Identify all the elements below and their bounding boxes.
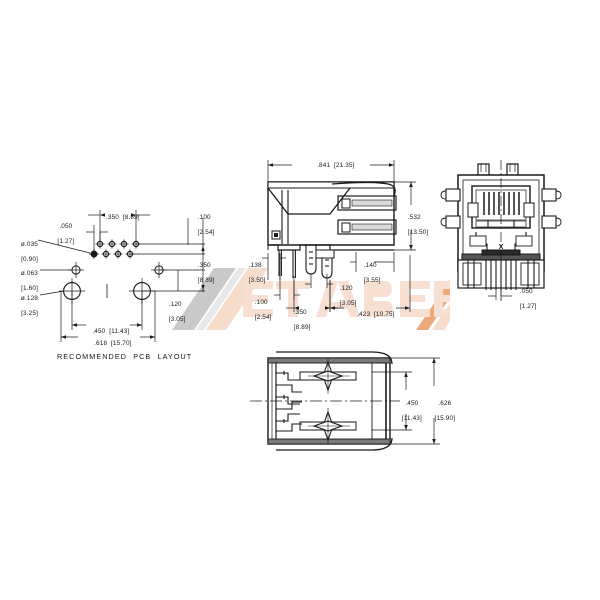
view-front: [440, 160, 562, 302]
view-pcb-layout: [37, 210, 205, 342]
bottom-contact-fingers: [276, 371, 302, 432]
label-pcb-offset-120: .120 [3.05]: [168, 301, 186, 323]
watermark: [172, 268, 450, 330]
label-side-lead-138: .138 [3.50]: [248, 262, 266, 284]
label-side-lead-423: .423 [10.75]: [357, 311, 395, 319]
dim-pcb-width-618: [60, 291, 156, 342]
label-side-lead-120: .120 [3.05]: [339, 285, 357, 307]
label-front-pitch-050: .050 [1.27]: [519, 288, 537, 310]
dim-pcb-width-450: [71, 291, 143, 330]
label-pcb-offset-350: .350 [8.89]: [197, 262, 215, 284]
bottom-shield-wrap-bottom: [276, 437, 393, 451]
dim-bottom-width-626: [390, 357, 440, 445]
view-side: [262, 160, 416, 312]
front-contacts: [483, 192, 520, 215]
bottom-shield-wrap-top: [276, 351, 393, 365]
dim-front-pitch-050: [488, 288, 512, 300]
label-pad-dia-063: ø.063 [1.60]: [20, 270, 38, 292]
dim-side-length-841: [267, 160, 395, 184]
label-side-length-841: .841 [21.35]: [317, 162, 355, 170]
dim-side-height-532: [394, 181, 416, 251]
label-pcb-offset-100: .100 [2.54]: [197, 214, 215, 236]
dim-bottom-width-450: [372, 371, 412, 431]
label-side-lead-100: .100 [2.54]: [254, 299, 272, 321]
front-top-tabs: [477, 163, 519, 175]
dim-side-lead-138: [262, 253, 286, 280]
label-side-lead-140: .140 [3.55]: [363, 262, 381, 284]
label-pcb-pitch-050: .050 [1.27]: [57, 223, 75, 245]
dim-side-lead-140: [350, 252, 395, 272]
pcb-layout-caption: RECOMMENDED PCB LAYOUT: [57, 352, 193, 361]
label-bottom-width-450: .450 [11.43]: [401, 400, 422, 422]
label-pcb-span-350: .350 [8.89]: [105, 214, 140, 222]
dim-pcb-offset-120: [142, 269, 205, 292]
front-ear-right: [541, 188, 562, 229]
label-bottom-width-626: .626 [15.90]: [434, 400, 456, 422]
dim-side-lead-423: [329, 255, 411, 312]
label-pcb-width-450: .450 [11.43]: [92, 328, 130, 336]
dim-pcb-offset-350: [201, 244, 205, 292]
dim-pcb-pitch-050: [86, 225, 108, 250]
label-side-lead-350: .350 [8.89]: [293, 309, 311, 331]
side-latch-hook: [331, 181, 396, 197]
bottom-mount-post-lower: [299, 408, 357, 444]
label-pad-dia-035: ø.035 [0.90]: [20, 241, 38, 263]
front-ear-left: [440, 188, 461, 229]
bottom-mount-post-upper: [299, 358, 357, 394]
label-pcb-width-618: .618 [15.70]: [94, 340, 132, 348]
pcb-leaders: [37, 239, 91, 296]
label-side-height-532: .532 [13.50]: [407, 214, 429, 236]
pcb-pad-row-top: [95, 239, 141, 249]
view-bottom: [250, 351, 440, 451]
pcb-pad-row-bottom: [89, 249, 135, 259]
label-pad-dia-128: ø.128 [3.25]: [20, 295, 38, 317]
side-port-window-lower: [337, 219, 397, 235]
front-center-mark: X: [498, 244, 504, 251]
side-port-window-upper: [337, 195, 397, 211]
